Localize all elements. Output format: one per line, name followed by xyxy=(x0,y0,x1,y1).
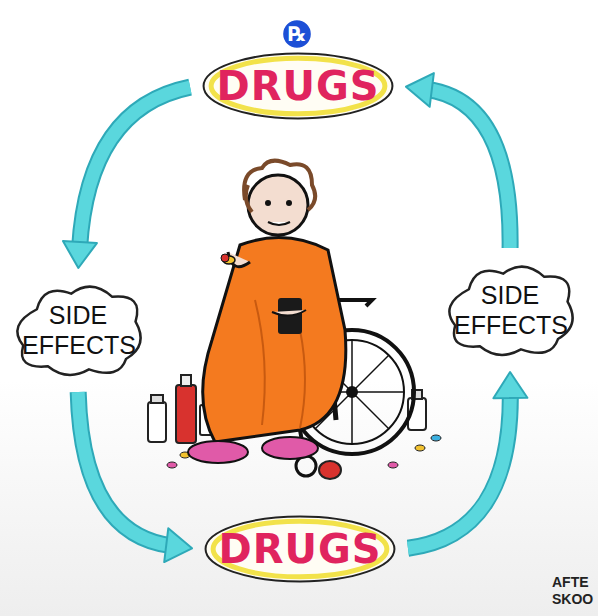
watermark: AFTE xyxy=(552,574,589,590)
cycle-arrow xyxy=(406,73,510,248)
side-effect-cloud: SIDE EFFECTS xyxy=(436,254,584,366)
node-outline xyxy=(4,274,152,386)
node-outline xyxy=(436,254,584,366)
node-label: DRUGS xyxy=(216,63,379,109)
watermark: SKOO xyxy=(552,591,593,607)
node-label: DRUGS xyxy=(218,526,381,572)
node-label: SIDE EFFECTS xyxy=(454,280,566,340)
side-effect-cloud: SIDE EFFECTS xyxy=(4,274,152,386)
rx-badge: ℞ xyxy=(281,18,313,50)
drug-ellipse: DRUGS xyxy=(198,514,402,584)
rx-symbol: ℞ xyxy=(288,22,306,46)
drug-ellipse: DRUGS xyxy=(196,51,400,121)
cycle-arrow xyxy=(408,372,527,548)
cycle-arrow xyxy=(63,87,190,268)
cycle-arrow xyxy=(78,392,192,562)
node-label: SIDE EFFECTS xyxy=(22,300,134,360)
